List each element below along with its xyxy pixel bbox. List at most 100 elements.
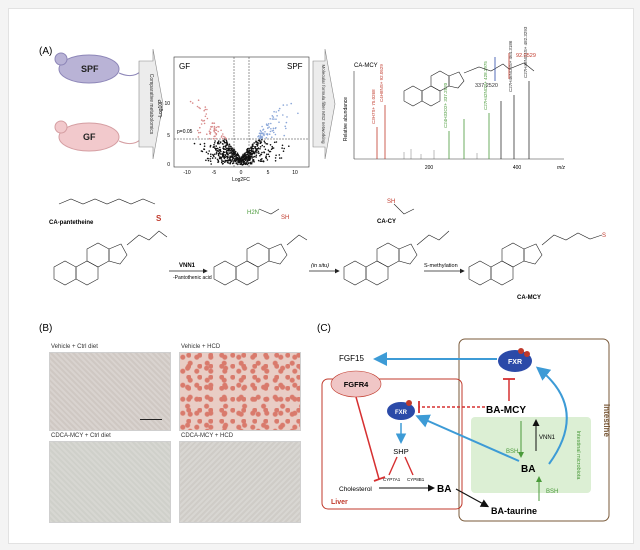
volcano-dot — [233, 158, 236, 160]
volcano-dot — [245, 154, 247, 156]
volcano-dot — [228, 148, 231, 150]
panel-c-diagram: Intestine Intestinal microbiota Liver FG… — [321, 338, 611, 522]
volcano-dot — [252, 159, 255, 162]
volcano-dot — [237, 163, 239, 166]
volcano-dot — [225, 146, 227, 148]
volcano-dot — [220, 129, 222, 132]
volcano-dot — [254, 146, 257, 148]
volcano-dot — [253, 161, 255, 163]
volcano-dot — [250, 148, 253, 150]
volcano-dot — [197, 136, 200, 138]
workflow-arrow-2-label: Molecular formula filter MS2 networking — [321, 64, 326, 144]
volcano-dot — [227, 156, 229, 158]
volcano-spf-label: SPF — [287, 62, 303, 71]
volcano-dot — [274, 133, 277, 136]
volcano-dot — [265, 133, 268, 135]
volcano-dot — [223, 157, 226, 160]
volcano-dot — [275, 127, 277, 129]
volcano-dot — [262, 129, 264, 131]
volcano-dot — [216, 150, 219, 152]
volcano-dot — [214, 140, 216, 142]
volcano-dot — [217, 125, 219, 128]
svg-text:SH: SH — [281, 215, 289, 221]
panel-a-label: (A) — [39, 46, 52, 57]
volcano-dot — [203, 142, 206, 145]
volcano-xtick: -10 — [183, 170, 190, 176]
scale-bar — [140, 419, 162, 420]
volcano-dot — [270, 128, 272, 130]
spectrum-xlabel: m/z — [557, 165, 566, 171]
fgf15-label: FGF15 — [339, 354, 364, 363]
volcano-dot — [283, 147, 286, 150]
volcano-dot — [215, 132, 218, 135]
volcano-dot — [227, 154, 229, 156]
volcano-dot — [205, 159, 207, 162]
volcano-dot — [234, 160, 236, 162]
svg-text:S: S — [156, 214, 162, 223]
volcano-dot — [208, 130, 211, 132]
volcano-dot — [199, 107, 201, 110]
volcano-dot — [245, 162, 248, 165]
volcano-dot — [198, 106, 200, 109]
volcano-dot — [252, 156, 255, 158]
volcano-dot — [199, 143, 202, 146]
workflow-arrow-1-label: Comparative metabolomics — [148, 74, 154, 135]
liver-label: Liver — [331, 499, 348, 506]
volcano-dot — [244, 157, 247, 159]
volcano-dot — [258, 137, 261, 140]
ms2-spectrum: CA-MCY Relative abundance m/z 200 400 C3… — [343, 26, 566, 171]
volcano-dot — [229, 161, 232, 164]
volcano-dot — [217, 130, 219, 133]
volcano-dot — [253, 142, 255, 144]
volcano-dot — [214, 135, 216, 137]
volcano-dot — [206, 108, 208, 111]
volcano-dot — [268, 126, 270, 128]
volcano-dot — [286, 104, 288, 106]
volcano-dot — [220, 153, 222, 155]
volcano-dot — [222, 153, 224, 155]
volcano-dot — [245, 158, 248, 160]
volcano-dot — [219, 141, 222, 143]
volcano-dot — [259, 134, 262, 136]
peak-label: C27H42NOS+ 428.2975 — [483, 61, 488, 110]
volcano-dot — [264, 141, 266, 144]
volcano-dot — [275, 154, 277, 157]
volcano-dot — [261, 151, 263, 154]
volcano-dot — [213, 155, 215, 158]
volcano-dot — [200, 123, 203, 125]
volcano-dot — [252, 150, 254, 152]
volcano-dot — [208, 150, 210, 152]
volcano-dot — [218, 142, 220, 145]
bsh-label-2: BSH — [546, 489, 558, 495]
volcano-dot — [231, 156, 234, 159]
figure-frame: (A) SPF GF Comparative metabolomics GF S… — [8, 8, 634, 544]
volcano-dot — [206, 157, 209, 160]
spectrum-ylabel: Relative abundance — [343, 97, 349, 141]
volcano-dot — [209, 160, 212, 162]
volcano-dot — [221, 159, 223, 161]
volcano-dot — [223, 148, 225, 150]
volcano-ylabel: -Log10P — [158, 99, 164, 119]
volcano-dot — [228, 145, 230, 147]
volcano-dot — [216, 158, 219, 161]
compound-ca-mcy: CA-MCY — [517, 295, 541, 301]
volcano-dot — [222, 155, 225, 157]
volcano-dot — [236, 152, 239, 154]
volcano-dot — [191, 102, 194, 104]
volcano-dot — [244, 163, 247, 166]
volcano-dot — [200, 150, 203, 152]
volcano-dot — [243, 161, 245, 164]
volcano-dot — [224, 159, 227, 162]
volcano-xtick: 10 — [292, 170, 298, 176]
bsh-label-1: BSH — [506, 449, 518, 455]
volcano-dot — [200, 119, 203, 121]
volcano-dot — [273, 131, 275, 134]
volcano-dots — [189, 99, 299, 166]
volcano-dot — [261, 158, 263, 160]
volcano-dot — [226, 149, 228, 152]
volcano-dot — [197, 99, 200, 101]
volcano-dot — [258, 152, 260, 154]
volcano-dot — [210, 126, 212, 128]
cyp7a1-label: CYP7A1 — [383, 477, 401, 482]
volcano-dot — [259, 146, 262, 148]
